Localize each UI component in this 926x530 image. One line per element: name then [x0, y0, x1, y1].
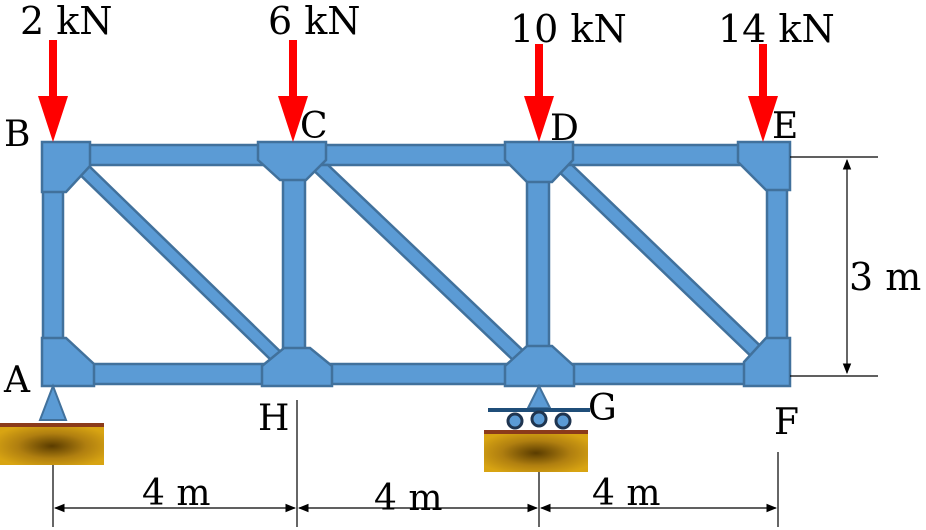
load-arrow-d — [524, 44, 554, 142]
ground-line — [0, 423, 104, 427]
member-de — [546, 143, 764, 167]
joint-label-h: H — [258, 398, 289, 439]
joint-labels: B C D E A H G F — [3, 106, 799, 443]
member-dg — [525, 163, 551, 367]
gusset-plates — [40, 140, 792, 388]
span-label-2: 4 m — [374, 478, 442, 519]
load-arrow-e — [748, 44, 778, 142]
joint-label-b: B — [4, 114, 30, 155]
joint-label-f: F — [774, 402, 799, 443]
roller-support-g — [484, 383, 590, 472]
member-cg — [304, 163, 538, 363]
roller-wheel — [506, 412, 524, 430]
ground-block — [484, 434, 588, 472]
member-hg — [298, 362, 528, 386]
height-label: 3 m — [849, 255, 921, 299]
ground-block — [0, 427, 104, 465]
joint-label-g: G — [588, 388, 617, 429]
gusset-d — [503, 140, 575, 184]
load-arrow-c — [278, 40, 308, 142]
gusset-f — [742, 336, 792, 388]
ground-line — [484, 430, 588, 434]
gusset-h — [260, 346, 334, 388]
roller-wheel — [530, 410, 548, 428]
member-bc — [64, 143, 280, 167]
member-ch — [281, 163, 307, 367]
height-dimension — [790, 156, 878, 377]
pin-support-a — [0, 383, 104, 465]
load-label-d: 10 kN — [510, 7, 627, 51]
roller-plate — [488, 408, 590, 412]
load-label-e: 14 kN — [718, 7, 835, 51]
roller-wheel — [554, 412, 572, 430]
joint-label-c: C — [300, 106, 328, 147]
span-label-1: 4 m — [142, 473, 210, 514]
joint-label-d: D — [550, 108, 579, 149]
gusset-c — [256, 140, 328, 182]
gusset-g — [503, 344, 576, 388]
gusset-a — [40, 336, 96, 388]
load-arrow-b — [38, 40, 68, 142]
span-label-3: 4 m — [592, 473, 660, 514]
load-labels: 2 kN 6 kN 10 kN 14 kN — [20, 0, 835, 51]
pin-support-triangle — [38, 383, 68, 421]
gusset-b — [40, 140, 92, 194]
load-arrows — [38, 40, 778, 142]
load-label-c: 6 kN — [268, 0, 361, 43]
load-label-b: 2 kN — [20, 0, 113, 43]
member-cd — [298, 143, 528, 167]
member-ab — [41, 163, 65, 367]
member-bh — [66, 163, 294, 363]
member-ah — [64, 362, 280, 386]
member-gf — [546, 362, 764, 386]
span-dimensions — [52, 400, 779, 527]
roller-support-triangle — [526, 383, 552, 409]
gusset-e — [736, 140, 792, 192]
joint-label-a: A — [3, 360, 31, 401]
member-ef — [765, 163, 789, 367]
truss-members — [41, 143, 789, 386]
member-df — [548, 163, 780, 363]
joint-label-e: E — [772, 106, 798, 147]
